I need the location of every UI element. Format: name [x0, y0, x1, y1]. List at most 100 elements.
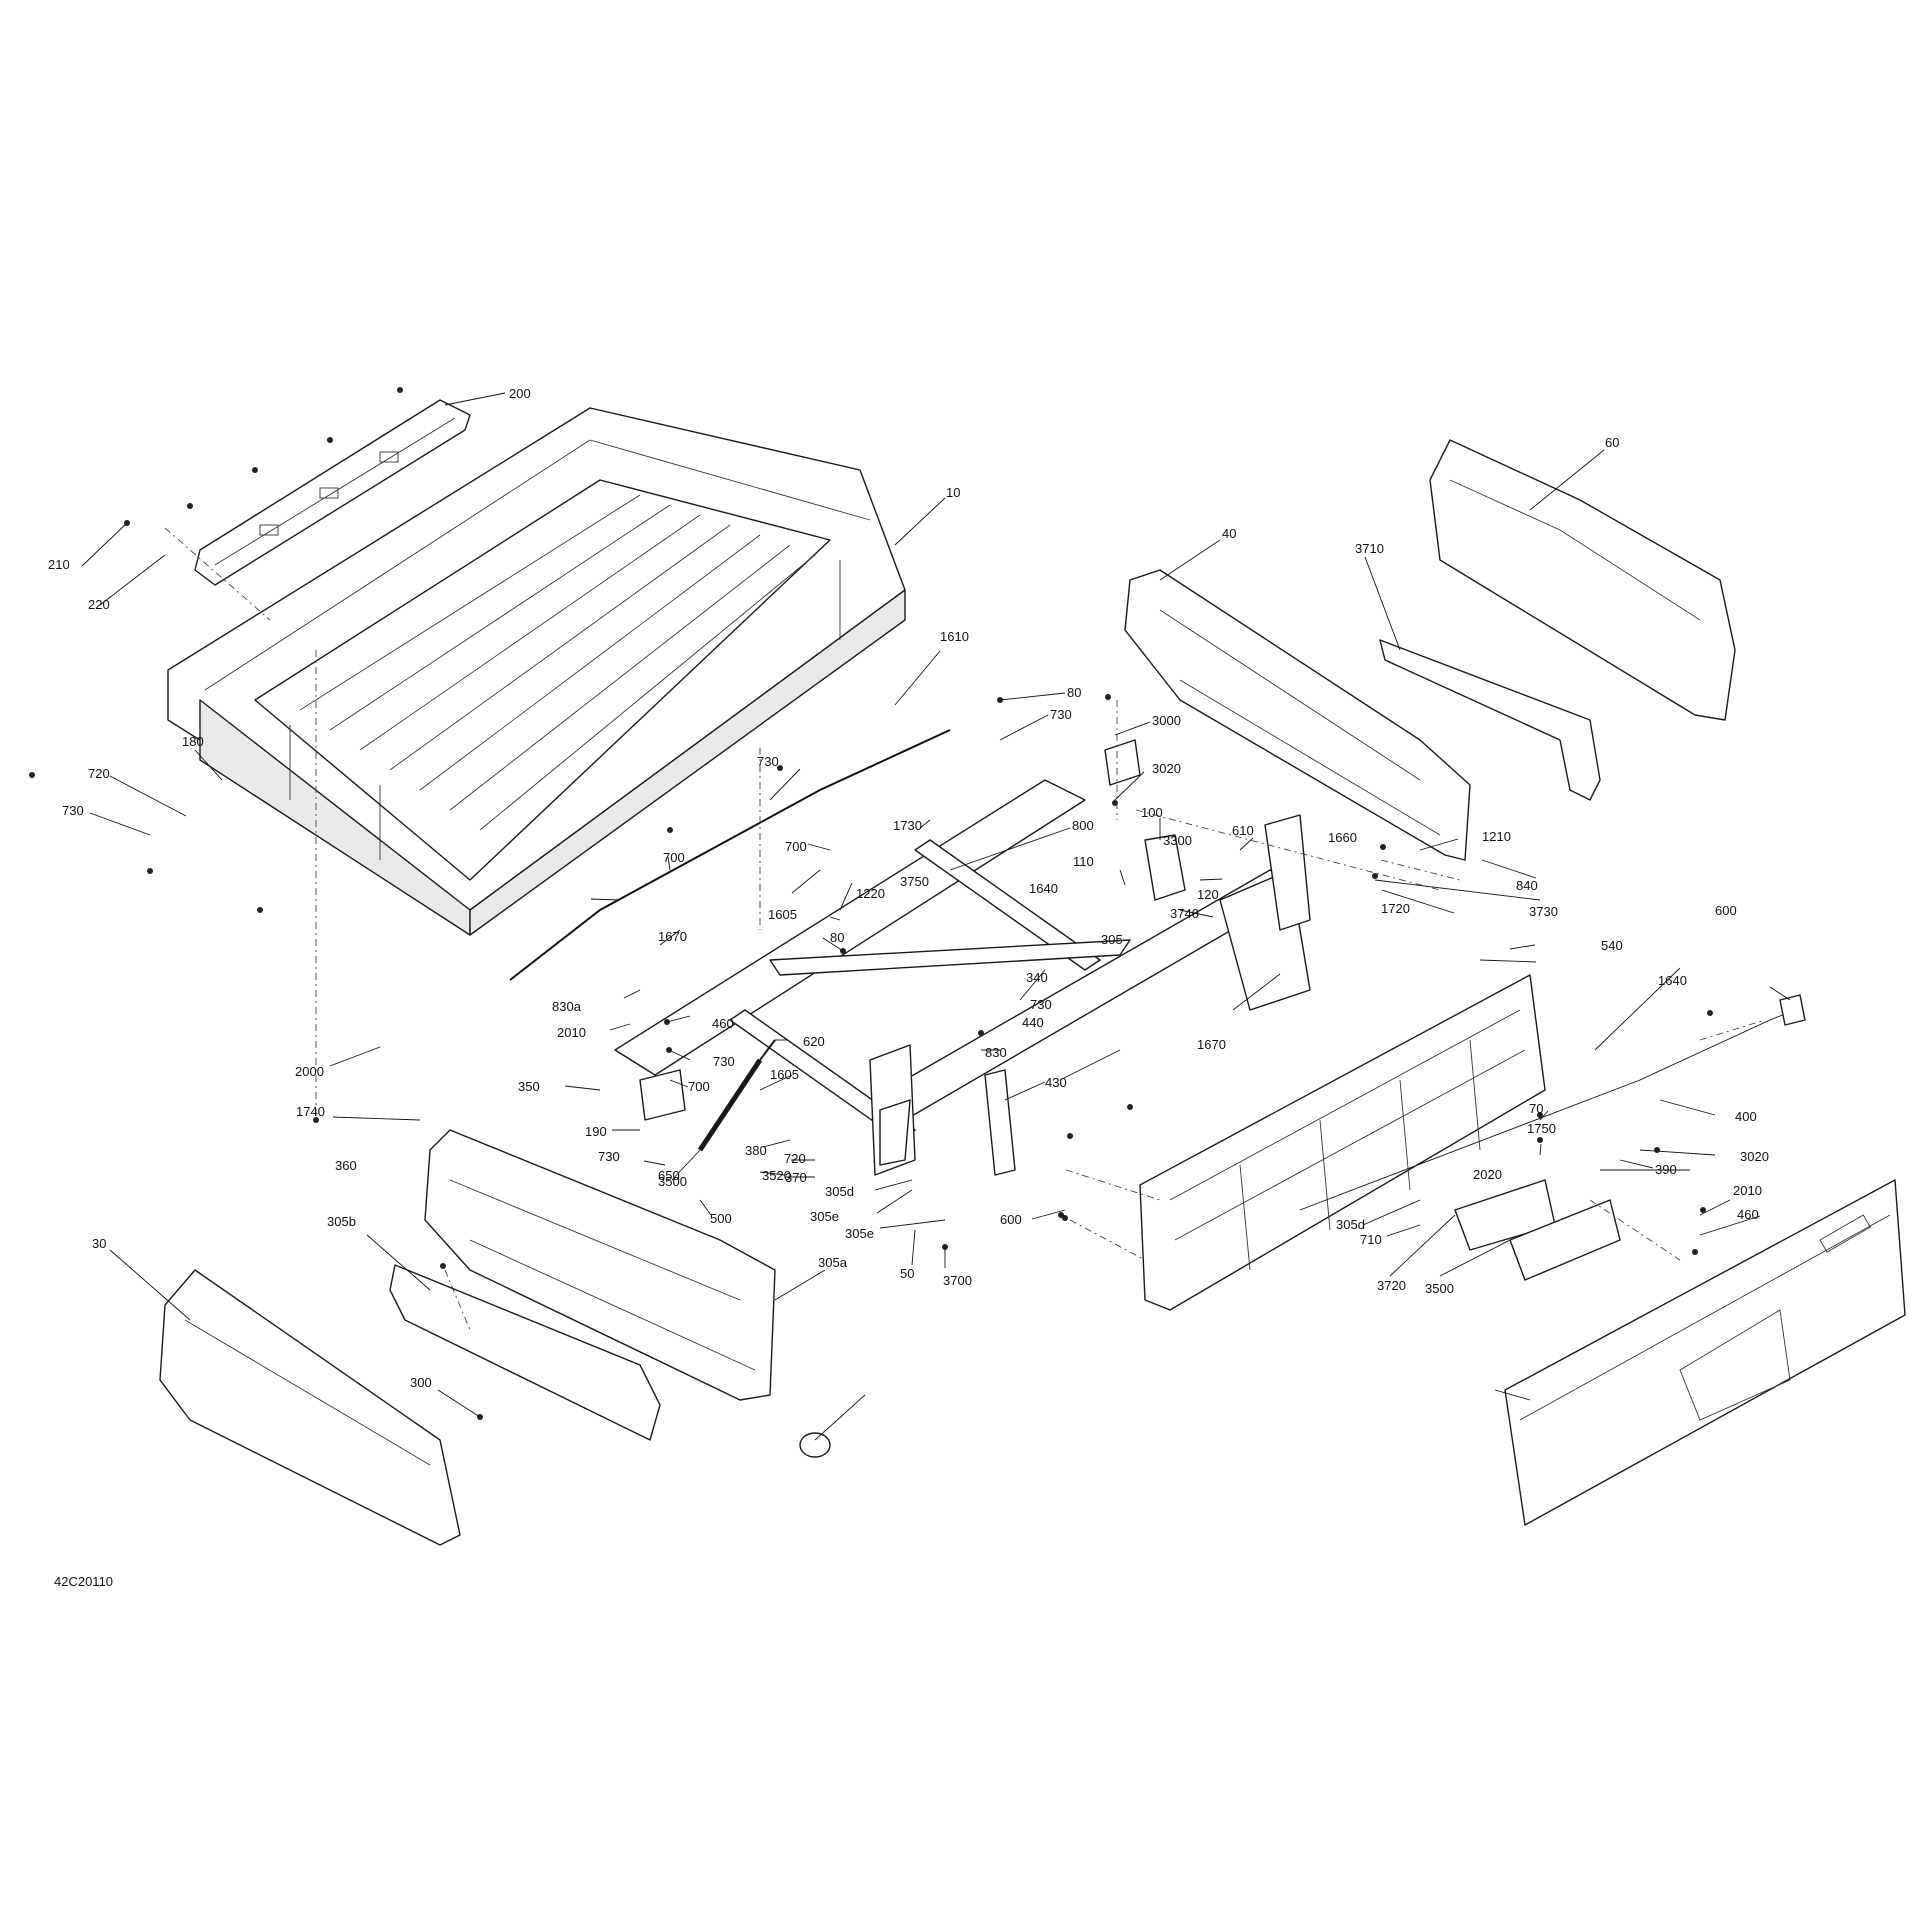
callout-label: 1605 [770, 1067, 799, 1082]
callout-label: 3730 [1529, 904, 1558, 919]
callout-label: 730 [757, 754, 779, 769]
rod-part-1610 [509, 729, 951, 981]
callout-label: 60 [1605, 435, 1619, 450]
callout-label: 305d [1336, 1217, 1365, 1232]
callout-label: 460 [712, 1016, 734, 1031]
callout-label: 200 [509, 386, 531, 401]
rail-part-3700 [389, 1264, 661, 1441]
bracket-part-430 [984, 1069, 1016, 1176]
handle-part-3520 [879, 1099, 911, 1166]
callout-label: 1605 [768, 907, 797, 922]
callout-label: 3500 [658, 1174, 687, 1189]
callout-label: 1220 [856, 886, 885, 901]
callout-label: 3520 [762, 1168, 791, 1183]
rail-part-3710 [1379, 639, 1601, 801]
lever-part-540 [1779, 994, 1806, 1026]
callout-label: 305d [825, 1184, 854, 1199]
callout-label: 305e [810, 1209, 839, 1224]
callout-label: 3750 [900, 874, 929, 889]
callout-labels: 200 10 60 40 3710 210 220 1610 80 730 30… [48, 386, 1769, 1390]
callout-label: 100 [1141, 805, 1163, 820]
callout-label: 1640 [1029, 881, 1058, 896]
callout-label: 370 [785, 1170, 807, 1185]
callout-label: 540 [1601, 938, 1623, 953]
callout-label: 730 [1050, 707, 1072, 722]
leader-lines [81, 392, 1791, 1441]
callout-label: 1750 [1527, 1121, 1556, 1136]
callout-label: 460 [1737, 1207, 1759, 1222]
side-panel-part-40 [1124, 569, 1471, 861]
cap-part-3500 [799, 1432, 831, 1458]
callout-label: 720 [784, 1151, 806, 1166]
callout-label: 1670 [658, 929, 687, 944]
callout-label: 3700 [943, 1273, 972, 1288]
callout-label: 120 [1197, 887, 1219, 902]
cargo-box-part-10 [167, 407, 906, 936]
callout-label: 350 [518, 1079, 540, 1094]
callout-label: 600 [1000, 1212, 1022, 1227]
callout-label: 180 [182, 734, 204, 749]
outer-panel-part-60 [1429, 439, 1736, 721]
callout-label: 2000 [295, 1064, 324, 1079]
callout-label: 440 [1022, 1015, 1044, 1030]
callout-label: 80 [1067, 685, 1081, 700]
callout-label: 730 [62, 803, 84, 818]
callout-label: 3020 [1152, 761, 1181, 776]
callout-label: 700 [785, 839, 807, 854]
callout-label: 1740 [296, 1104, 325, 1119]
callout-label: 830a [552, 999, 582, 1014]
callout-label: 3710 [1355, 541, 1384, 556]
callout-label: 10 [946, 485, 960, 500]
callout-label: 3300 [1163, 833, 1192, 848]
callout-label: 3740 [1170, 906, 1199, 921]
callout-label: 1210 [1482, 829, 1511, 844]
bracket-part-1740 [639, 1069, 686, 1121]
latch-part-305a [1509, 1199, 1621, 1281]
callout-label: 1660 [1328, 830, 1357, 845]
callout-label: 650 [658, 1168, 680, 1183]
callout-label: 720 [88, 766, 110, 781]
callout-label: 50 [900, 1266, 914, 1281]
side-panel-part-30 [424, 1129, 776, 1401]
callout-label: 730 [713, 1054, 735, 1069]
callout-label: 380 [745, 1143, 767, 1158]
callout-label: 800 [1072, 818, 1094, 833]
bracket-part-1210 [1144, 834, 1186, 901]
callout-label: 1610 [940, 629, 969, 644]
callout-label: 1720 [1381, 901, 1410, 916]
callout-label: 110 [1073, 854, 1094, 869]
callout-label: 840 [1516, 878, 1538, 893]
callout-label: 80 [830, 930, 844, 945]
callout-label: 2010 [1733, 1183, 1762, 1198]
callout-label: 710 [1360, 1232, 1382, 1247]
callout-label: 3720 [1377, 1278, 1406, 1293]
callout-label: 40 [1222, 526, 1236, 541]
front-rail-part-200 [194, 399, 471, 586]
assembly-lines [164, 527, 1766, 1331]
callout-label: 830 [985, 1045, 1007, 1060]
callout-label: 3020 [1740, 1149, 1769, 1164]
callout-label: 3000 [1152, 713, 1181, 728]
callout-label: 210 [48, 557, 70, 572]
callout-label: 700 [663, 850, 685, 865]
callout-label: 620 [803, 1034, 825, 1049]
callout-label: 1730 [893, 818, 922, 833]
callout-label: 70 [1529, 1101, 1543, 1116]
bracket-part-3000 [1104, 739, 1141, 786]
callout-label: 730 [1030, 997, 1052, 1012]
callout-label: 305e [845, 1226, 874, 1241]
tailgate-inner-part-305 [1139, 974, 1546, 1311]
outer-panel-part-50 [159, 1269, 461, 1546]
callout-label: 430 [1045, 1075, 1067, 1090]
callout-label: 30 [92, 1236, 106, 1251]
callout-label: 305a [818, 1255, 848, 1270]
callout-label: 305b [327, 1214, 356, 1229]
callout-label: 1670 [1197, 1037, 1226, 1052]
tailgate-outer-part-300 [1504, 1179, 1906, 1526]
callout-label: 1640 [1658, 973, 1687, 988]
drawing-reference: 42C20110 [54, 1574, 113, 1589]
callout-label: 220 [88, 597, 110, 612]
callout-label: 700 [688, 1079, 710, 1094]
callout-label: 2020 [1473, 1167, 1502, 1182]
